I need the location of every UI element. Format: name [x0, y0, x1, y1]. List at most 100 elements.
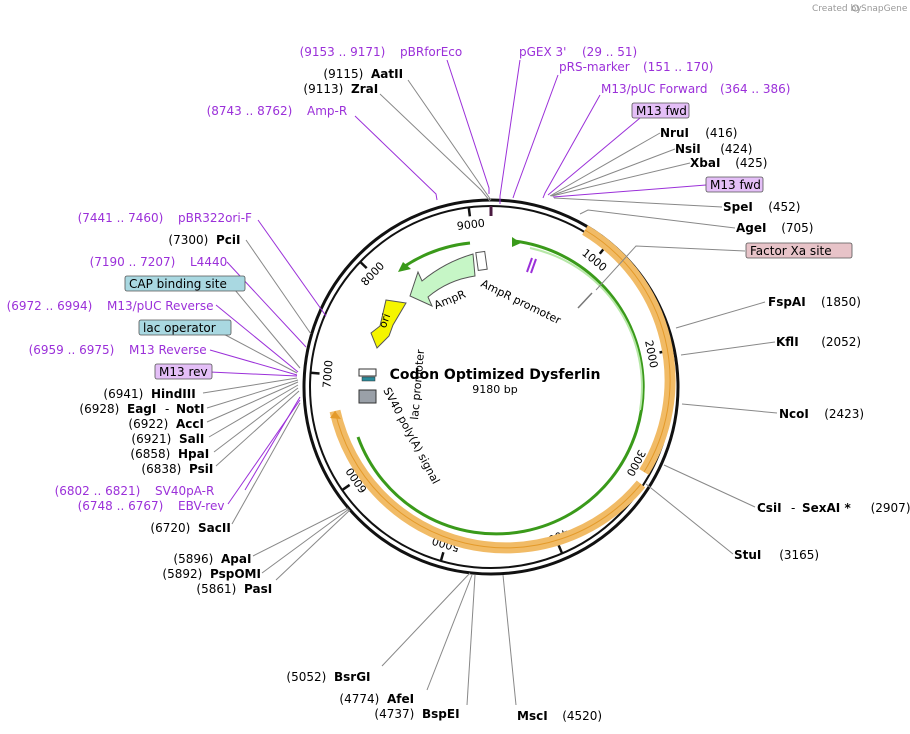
feature-box-CAP — [124, 275, 246, 292]
ampr-label: AmpR — [432, 288, 468, 312]
lac-operator-feature[interactable] — [361, 376, 376, 382]
site-HpaI[interactable]: (6858)HpaI — [130, 447, 209, 461]
leader-stui — [645, 483, 734, 555]
site-M13pUCF[interactable]: M13/pUC Forward(364 .. 386) — [601, 82, 790, 96]
site-PspOMI[interactable]: (5892)PspOMI — [162, 567, 261, 581]
snapgene-logo[interactable]: SnapGene — [852, 4, 908, 14]
site-AatII[interactable]: (9115)AatII — [323, 67, 403, 81]
site-MscI[interactable]: MscI(4520) — [517, 709, 602, 723]
site-BsrGI[interactable]: (5052)BsrGI — [286, 670, 370, 684]
site-position-StuI: (3165) — [779, 548, 819, 562]
leader-zrai — [379, 93, 491, 202]
site-name-AccI: AccI — [176, 417, 204, 431]
site-StuI[interactable]: StuI (3165) — [734, 548, 819, 562]
site-pRSmarker[interactable]: pRS-marker (151 .. 170) — [559, 60, 713, 74]
site-AgeI[interactable]: AgeI(705) — [736, 221, 813, 235]
leader-kfli — [680, 341, 776, 356]
site-name-HindIII: HindIII — [151, 387, 196, 401]
site-SV40pAR[interactable]: (6802 .. 6821)SV40pA-R — [55, 484, 215, 498]
site-position-SalI: (6921) — [131, 432, 171, 446]
site-FspAI[interactable]: FspAI(1850) — [768, 295, 861, 309]
site-position-ZraI: (9113) — [303, 82, 343, 96]
site-pBRforEco[interactable]: (9153 .. 9171)pBRforEco — [300, 45, 463, 59]
ori-feature[interactable] — [370, 299, 407, 349]
lac-promoter-feature[interactable] — [358, 368, 377, 377]
site-M13fwd1[interactable]: M13 fwd — [631, 102, 690, 119]
site-CAP[interactable]: CAP binding site — [124, 275, 246, 292]
site-EagI[interactable]: (6928)EagI — [79, 402, 156, 416]
site-SacII[interactable]: (6720)SacII — [150, 521, 230, 535]
site-position-AgeI: (705) — [781, 221, 813, 235]
site-lacop[interactable]: lac operator — [138, 319, 232, 336]
insert-arc-green[interactable] — [356, 239, 645, 536]
site-BspEI[interactable]: (4737)BspEI — [374, 707, 459, 721]
site-SpeI[interactable]: SpeI (452) — [723, 200, 800, 214]
leader-m13-puc-reverse — [215, 304, 299, 373]
site-SexAI[interactable]: -SexAI *(2907) — [791, 501, 910, 515]
leader-hindiii — [202, 377, 298, 394]
site-name-SV40pAR: SV40pA-R — [155, 484, 214, 498]
site-name-SpeI: SpeI — [723, 200, 753, 214]
site-name-NcoI: NcoI — [779, 407, 809, 421]
site-CsiI[interactable]: CsiI — [757, 501, 782, 515]
leader-acci — [206, 381, 299, 423]
site-SalI[interactable]: (6921)SalI — [131, 432, 204, 446]
site-ApaI[interactable]: (5896)ApaI — [173, 552, 251, 566]
feature-box-label-M13rev: M13 rev — [159, 365, 208, 379]
site-M13pUCR[interactable]: (6972 .. 6994)M13/pUC Reverse — [7, 299, 214, 313]
site-name-BspEI: BspEI — [422, 707, 460, 721]
site-position-NruI: (416) — [705, 126, 737, 140]
site-EBVrev[interactable]: (6748 .. 6767)EBV-rev — [78, 499, 225, 513]
ampr-promoter-feature[interactable] — [475, 250, 488, 272]
leader-bsrgi — [381, 572, 471, 667]
leader-pbr322ori — [257, 219, 327, 317]
site-position-pRSmarker: (151 .. 170) — [643, 60, 713, 74]
sv40-feature[interactable] — [358, 389, 377, 404]
leader-msci — [502, 574, 517, 706]
factor-xa-marker — [577, 292, 593, 309]
snapgene-icon — [852, 4, 859, 12]
site-HindIII[interactable]: (6941)HindIII — [103, 387, 195, 401]
insert-arc-light — [529, 247, 643, 411]
site-NsiI[interactable]: NsiI(424) — [675, 142, 752, 156]
site-M13Rev[interactable]: (6959 .. 6975)M13 Reverse — [29, 343, 207, 357]
site-ZraI[interactable]: (9113)ZraI — [303, 82, 378, 96]
site-AccI[interactable]: (6922)AccI — [128, 417, 204, 431]
site-name-L4440: L4440 — [190, 255, 227, 269]
site-FactorXa[interactable]: Factor Xa site — [745, 242, 853, 259]
site-PciI[interactable]: (7300)PciI — [168, 233, 240, 247]
site-position-ApaI: (5896) — [173, 552, 213, 566]
site-name-AatII: AatII — [371, 67, 403, 81]
leader-sv40pa-r — [244, 396, 301, 491]
site-position-NsiI: (424) — [720, 142, 752, 156]
site-position-SpeI: (452) — [768, 200, 800, 214]
ampr-feature[interactable] — [409, 253, 476, 307]
site-name-StuI: StuI — [734, 548, 761, 562]
site-position-L4440: (7190 .. 7207) — [90, 255, 176, 269]
site-pGEX3[interactable]: pGEX 3'(29 .. 51) — [519, 45, 637, 59]
site-position-MscI: (4520) — [562, 709, 602, 723]
leader-pbrforeco — [446, 59, 490, 194]
credit-prefix: Created by — [812, 4, 862, 14]
site-NotI[interactable]: -NotI — [165, 402, 205, 416]
site-position-FspAI: (1850) — [821, 295, 861, 309]
site-NcoI[interactable]: NcoI(2423) — [779, 407, 864, 421]
site-name-pRSmarker: pRS-marker — [559, 60, 630, 74]
site-position-XbaI: (425) — [735, 156, 767, 170]
site-M13rev[interactable]: M13 rev — [154, 363, 213, 380]
site-AmpR[interactable]: (8743 .. 8762)Amp-R — [207, 104, 348, 118]
site-pBR322ori[interactable]: (7441 .. 7460)pBR322ori-F — [78, 211, 252, 225]
site-L4440[interactable]: (7190 .. 7207) L4440 — [90, 255, 228, 269]
site-XbaI[interactable]: XbaI(425) — [690, 156, 767, 170]
site-name-AfeI: AfeI — [387, 692, 414, 706]
site-PasI[interactable]: (5861)PasI — [196, 582, 272, 596]
leader-amp-r — [354, 115, 438, 201]
site-AfeI[interactable]: (4774)AfeI — [339, 692, 414, 706]
site-KflI[interactable]: KflI(2052) — [776, 335, 861, 349]
site-PsiI[interactable]: (6838)PsiI — [141, 462, 213, 476]
site-NruI[interactable]: NruI(416) — [660, 126, 737, 140]
leader-pcii — [245, 239, 312, 335]
ampr-arc[interactable] — [404, 241, 471, 268]
site-M13fwd2[interactable]: M13 fwd — [705, 176, 764, 193]
feature-box-M13fwd1 — [631, 102, 690, 119]
